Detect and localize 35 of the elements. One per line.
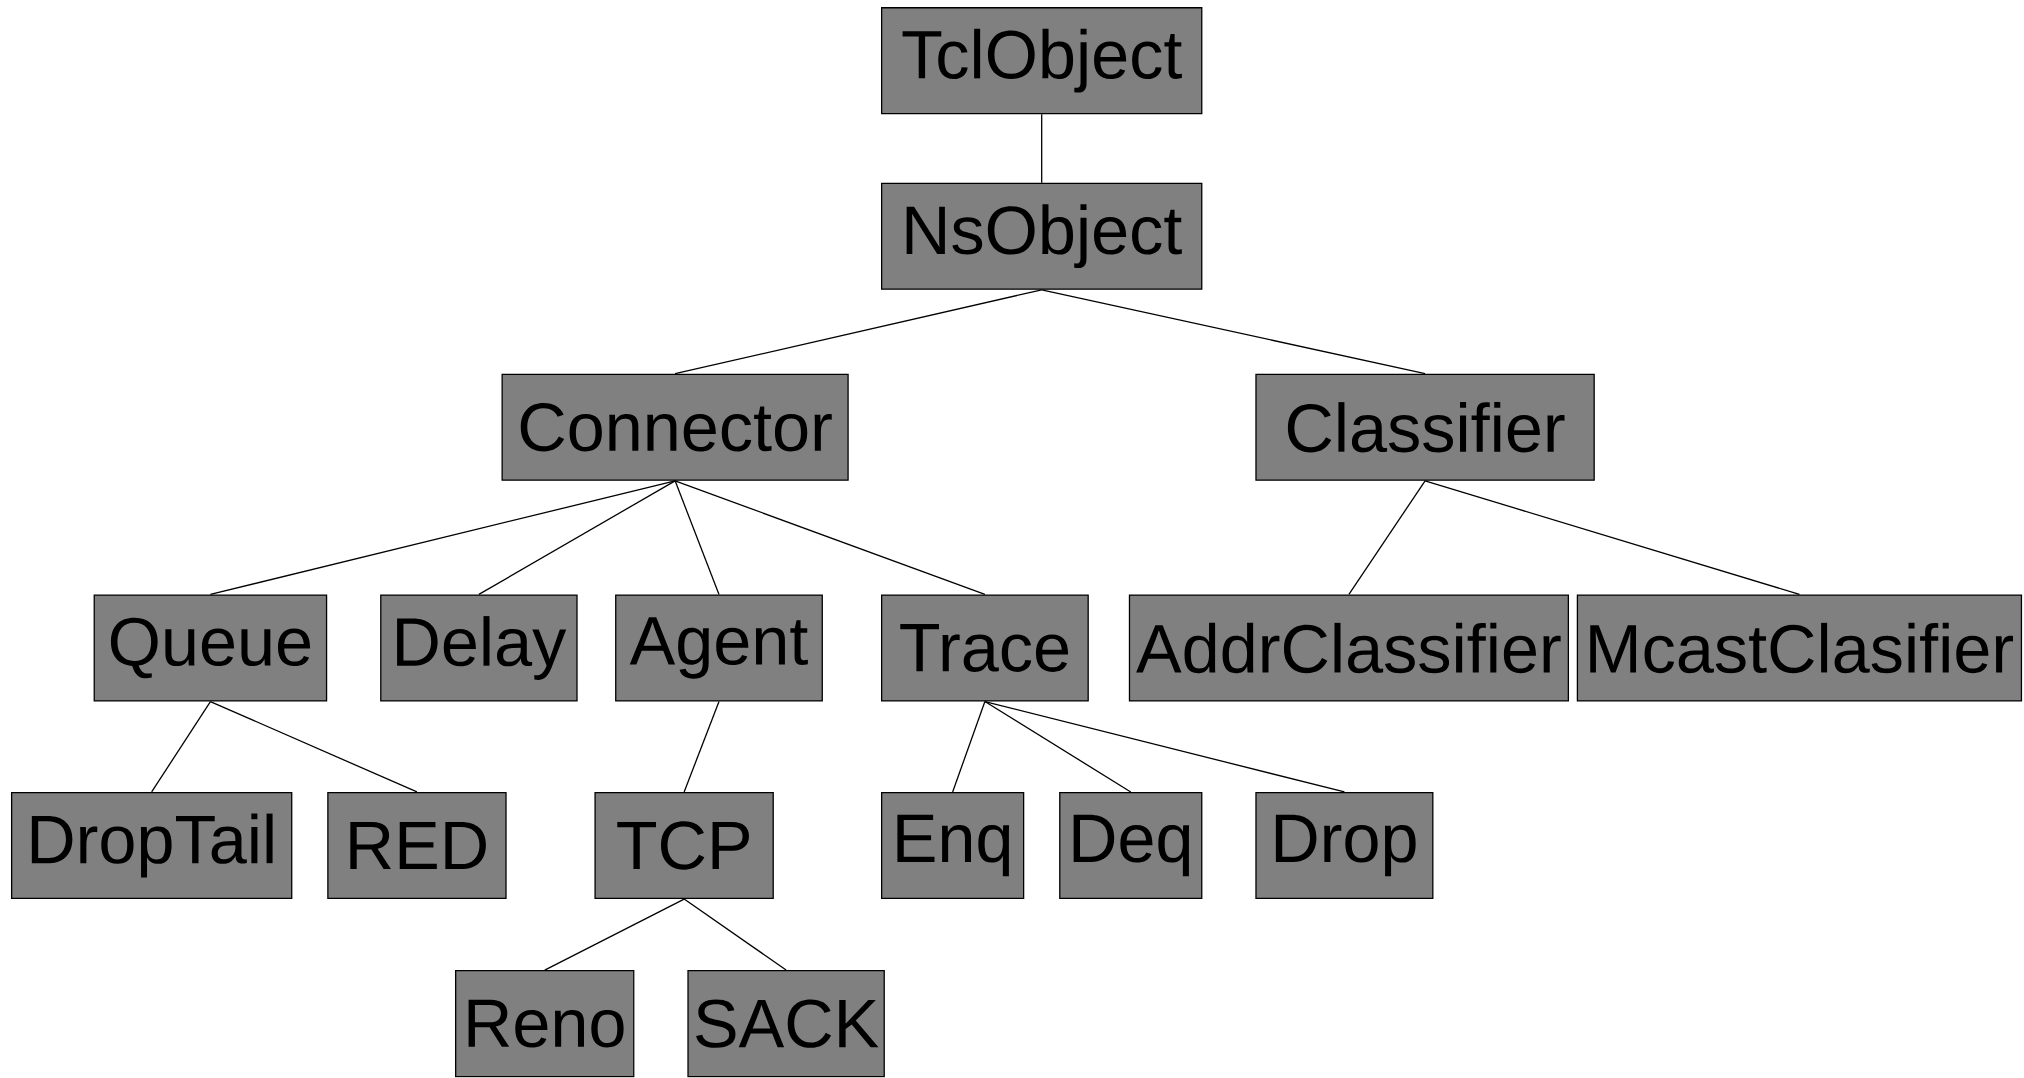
class-box: Delay xyxy=(380,594,578,702)
class-box: Reno xyxy=(455,970,635,1078)
connector-line xyxy=(674,480,986,596)
class-box: RED xyxy=(327,792,507,900)
connector-line xyxy=(674,480,720,596)
class-box: NsObject xyxy=(881,182,1203,290)
connector-line xyxy=(683,701,720,793)
class-box: Deq xyxy=(1059,792,1203,900)
class-box: DropTail xyxy=(10,792,293,900)
connector-line xyxy=(674,289,1043,375)
class-box: Drop xyxy=(1255,792,1434,900)
class-box: Enq xyxy=(881,792,1025,900)
class-box: Classifier xyxy=(1255,373,1595,481)
connector-line xyxy=(209,480,676,596)
class-box: Queue xyxy=(93,594,328,702)
class-box: McastClasifier xyxy=(1576,594,2023,702)
connector-line xyxy=(984,701,1346,793)
connector-line xyxy=(1041,113,1043,184)
connector-line xyxy=(683,898,787,971)
connector-line xyxy=(209,701,418,793)
connector-line xyxy=(544,898,685,971)
connector-line xyxy=(1348,480,1426,596)
class-box: Agent xyxy=(615,594,823,702)
connector-line xyxy=(151,701,212,793)
connector-line xyxy=(478,480,676,596)
connector-line xyxy=(984,701,1132,793)
class-box: Connector xyxy=(501,373,849,481)
connector-line xyxy=(1041,289,1426,375)
class-box: SACK xyxy=(687,970,885,1078)
class-box: Trace xyxy=(881,594,1089,702)
connector-line xyxy=(952,701,986,793)
class-box: TCP xyxy=(594,792,774,900)
connector-line xyxy=(1424,480,1801,596)
class-box: TclObject xyxy=(881,7,1203,115)
class-box: AddrClassifier xyxy=(1128,594,1569,702)
